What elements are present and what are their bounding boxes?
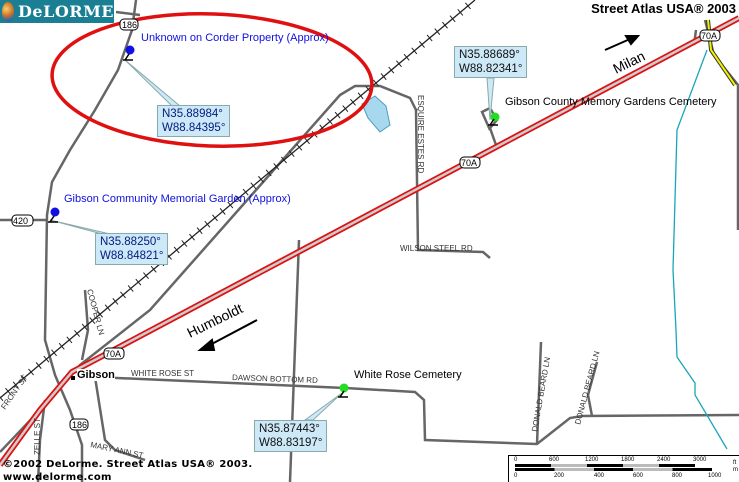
longitude: W88.83197° [259, 437, 323, 449]
route-shield: 186 [72, 420, 87, 430]
road-label: MARY ANN ST [90, 440, 145, 460]
route-shield: 186 [122, 20, 137, 30]
latitude: N35.88250° [100, 236, 161, 248]
callout-pointers [49, 59, 495, 421]
railroad [0, 0, 478, 402]
logo-text: DeLORME [18, 2, 114, 21]
delorme-logo[interactable]: DeLORME [0, 0, 114, 23]
website-link[interactable]: www.delorme.com [3, 472, 112, 482]
road-donald-1 [535, 341, 543, 445]
marker-pin-icon [490, 112, 500, 122]
route-shield: 70A [701, 31, 717, 41]
road-label: DONALD BEARD LN [530, 356, 552, 432]
road-white-rose [94, 375, 739, 446]
road-label: DONALD BEARD LN [573, 350, 601, 426]
product-title: Street Atlas USA® 2003 [591, 1, 736, 16]
road-label: ZELLE ST [33, 418, 42, 455]
highway-70a [0, 15, 739, 467]
river [672, 49, 728, 450]
latitude: N35.88689° [459, 49, 520, 61]
town-dot-icon [71, 376, 75, 380]
route-shield: 70A [105, 349, 121, 359]
marker-label: Gibson County Memory Gardens Cemetery [505, 96, 717, 108]
highlight-ellipse [50, 12, 374, 148]
longitude: W88.84395° [162, 122, 226, 134]
lake [361, 95, 391, 133]
marker-pin-icon [339, 383, 349, 393]
coordinate-callout: N35.87443° W88.83197° [254, 420, 328, 452]
marker-pin-icon [125, 45, 135, 55]
longitude: W88.82341° [459, 63, 523, 75]
latitude: N35.87443° [259, 423, 320, 435]
markers [48, 45, 500, 398]
route-shield: 70A [461, 158, 477, 168]
road-label: WILSON STEEL RD [400, 244, 473, 253]
coordinate-callout: N35.88250° W88.84821° [95, 233, 169, 265]
marker-label: White Rose Cemetery [354, 369, 462, 381]
copyright: ©2002 DeLorme. Street Atlas USA® 2003. [3, 459, 253, 470]
scale-bar: 0 600 1200 1800 2400 3000 ft 0 200 400 6… [508, 455, 739, 482]
globe-icon [2, 1, 15, 22]
marker-label: Unknown on Corder Property (Approx) [141, 32, 329, 44]
marker-label: Gibson Community Memorial Garden (Approx… [64, 193, 291, 205]
road-mary-ann [93, 376, 146, 462]
route-shield: 420 [13, 216, 28, 226]
longitude: W88.84821° [100, 250, 164, 262]
marker-pin-icon [50, 207, 60, 217]
road-186 [43, 0, 138, 482]
town-label-gibson: Gibson [77, 369, 115, 381]
latitude: N35.88984° [162, 108, 223, 120]
coordinate-callout: N35.88984° W88.84395° [157, 105, 231, 137]
road-label: DAWSON BOTTOM RD [232, 373, 318, 385]
road-label: ESQUIRE ESTES RD [416, 95, 425, 173]
road-label: WHITE ROSE ST [131, 369, 194, 378]
direction-arrows [197, 35, 641, 351]
road-donald-2 [586, 361, 599, 417]
coordinate-callout: N35.88689° W88.82341° [454, 46, 528, 78]
road-label: FRONT ST [0, 373, 30, 411]
